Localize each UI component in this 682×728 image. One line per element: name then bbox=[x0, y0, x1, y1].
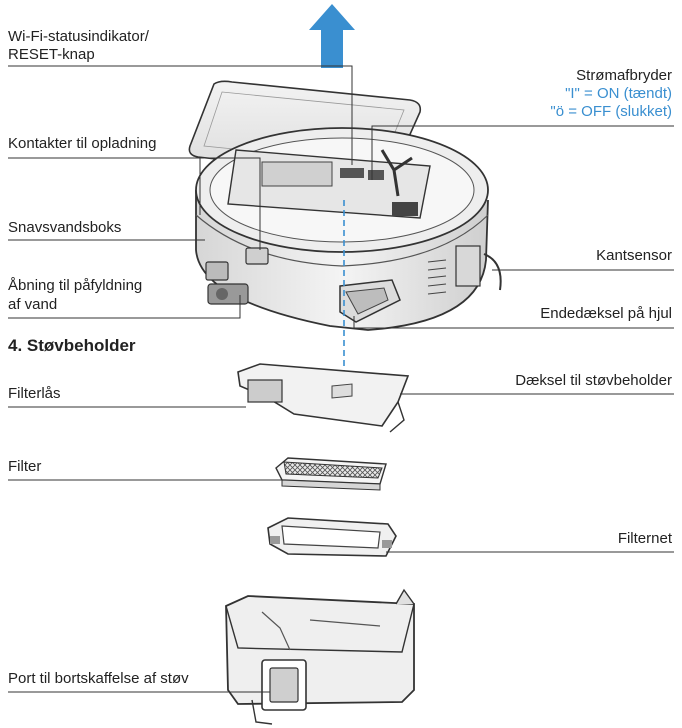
power-on-label: "I" = ON (tændt) bbox=[565, 85, 672, 102]
water-fill-label-line2: af vand bbox=[8, 296, 58, 313]
dustbin-heading: 4. Støvbeholder bbox=[8, 336, 136, 355]
filter-part bbox=[275, 457, 387, 491]
dustbin-box-part bbox=[225, 588, 415, 725]
wheel-cover-label: Endedæksel på hjul bbox=[540, 305, 672, 322]
dustbin-cover-label: Dæksel til støvbeholder bbox=[515, 372, 672, 389]
filter-net-label: Filternet bbox=[617, 530, 672, 547]
charging-contacts-label: Kontakter til opladning bbox=[8, 135, 157, 152]
dustbin-cover-part bbox=[237, 363, 410, 433]
water-fill-label-line1: Åbning til påfyldning bbox=[8, 277, 143, 294]
dust-port-label: Port til bortskaffelse af støv bbox=[8, 670, 189, 687]
wifi-label-line2: RESET-knap bbox=[8, 46, 95, 63]
dirty-water-box-label: Snavsvandsboks bbox=[8, 219, 122, 236]
robot-vacuum-body bbox=[195, 127, 502, 331]
filter-label: Filter bbox=[8, 458, 42, 475]
filter-net-part bbox=[267, 517, 397, 557]
filter-lock-label: Filterlås bbox=[8, 385, 61, 402]
power-off-label: "ö = OFF (slukket) bbox=[550, 103, 672, 120]
wifi-label-line1: Wi-Fi-statusindikator/ bbox=[8, 28, 149, 45]
power-switch-label: Strømafbryder bbox=[576, 67, 672, 84]
edge-sensor-label: Kantsensor bbox=[596, 247, 672, 264]
lift-arrow-icon bbox=[309, 4, 355, 68]
